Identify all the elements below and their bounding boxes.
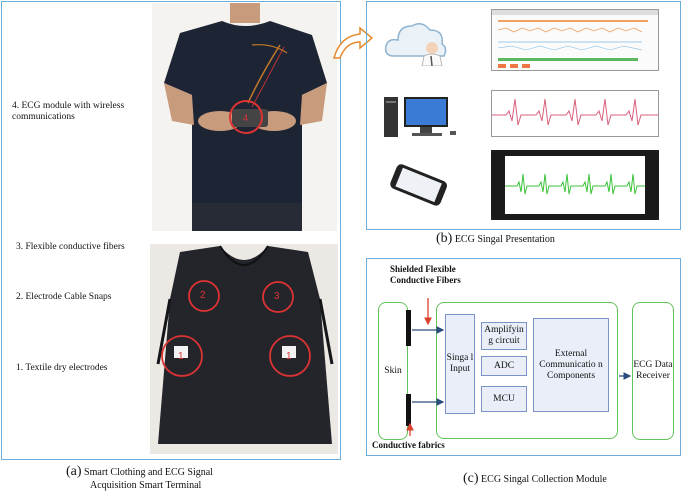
desktop-computer-icon: [384, 97, 456, 137]
signal-input-box: Singa l Input: [445, 314, 475, 414]
caption-a-line1: Smart Clothing and ECG Signal: [84, 467, 213, 478]
label-fibers: 3. Flexible conductive fibers: [16, 242, 125, 252]
electrode-bar-top: [406, 310, 411, 346]
module-marker: 4: [243, 113, 248, 123]
label-snaps: 2. Electrode Cable Snaps: [16, 292, 112, 302]
label-electrodes: 1. Textile dry electrodes: [16, 363, 108, 373]
adc-box: ADC: [481, 356, 527, 376]
caption-c: (c) ECG Singal Collection Module: [463, 471, 607, 486]
cloud-server-icon: [384, 23, 447, 66]
skin-box: Skin: [378, 302, 408, 440]
caption-c-letter: (c): [463, 471, 479, 486]
panel-presentation: [366, 1, 681, 230]
mcu-box: MCU: [481, 386, 527, 412]
diagram-arrows: [406, 298, 632, 436]
caption-b: (b) ECG Singal Presentation: [436, 231, 555, 246]
label-ecg-module: 4. ECG module with wireless communicatio…: [12, 101, 125, 122]
marker-circle-module: [229, 100, 263, 134]
module-container: [436, 302, 618, 439]
label-conductive-fabrics: Conductive fabrics: [372, 440, 445, 450]
caption-b-text: ECG Singal Presentation: [454, 234, 555, 245]
caption-c-text: ECG Singal Collection Module: [481, 474, 607, 485]
panel-smart-clothing: [1, 1, 341, 460]
caption-a: (a) Smart Clothing and ECG Signal: [66, 464, 213, 479]
ecg-receiver-box: ECG Data Receiver: [632, 302, 674, 440]
marker-label-1-left: 1: [178, 351, 184, 362]
marker-label-3: 3: [274, 291, 280, 302]
marker-label-2: 2: [200, 290, 206, 301]
caption-b-letter: (b): [436, 231, 453, 246]
ecg-phone-screen: [491, 150, 659, 220]
label-shielded-fibers: Shielded Flexible Conductive Fibers: [390, 264, 461, 285]
marker-label-1-right: 1: [286, 351, 292, 362]
person-shirt-photo: 4: [152, 3, 337, 231]
electrode-bar-bottom: [406, 394, 411, 426]
dashboard-screen: [491, 9, 659, 71]
ecg-plot-desktop: [491, 90, 659, 137]
caption-a-letter: (a): [66, 464, 82, 479]
amplifying-circuit-box: Amplifyin g circuit: [481, 322, 527, 350]
caption-a-line2: Acquisition Smart Terminal: [90, 480, 202, 491]
external-comm-box: External Communicatio n Components: [533, 318, 609, 412]
panel-collection-module: [366, 258, 681, 456]
smartphone-icon: [390, 164, 448, 206]
shirt-flat-photo: [150, 244, 338, 454]
